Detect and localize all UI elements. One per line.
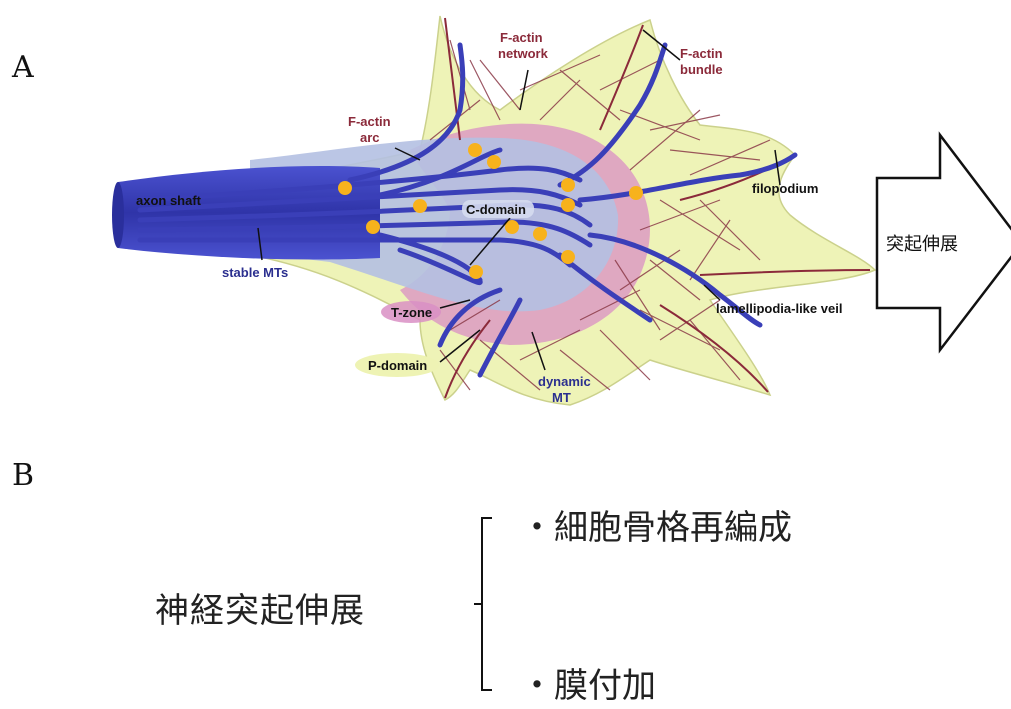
label-f-actin-network-2: network xyxy=(498,46,549,61)
panel-b-item-cytoskeleton: ・細胞骨格再編成 xyxy=(520,500,792,549)
label-f-actin-arc-1: F-actin xyxy=(348,114,391,129)
label-filopodium: filopodium xyxy=(752,181,818,196)
label-f-actin-bundle-2: bundle xyxy=(680,62,723,77)
label-c-domain: C-domain xyxy=(466,202,526,217)
panel-b-main-term: 神経突起伸展 xyxy=(155,583,365,632)
panel-b-item-membrane: ・膜付加 xyxy=(520,658,656,707)
label-p-domain: P-domain xyxy=(368,358,427,373)
label-f-actin-bundle-1: F-actin xyxy=(680,46,723,61)
arrow-label: 突起伸展 xyxy=(886,234,958,255)
label-f-actin-network-1: F-actin xyxy=(500,30,543,45)
label-stable-mts: stable MTs xyxy=(222,265,288,280)
label-f-actin-arc-2: arc xyxy=(360,130,380,145)
label-t-zone: T-zone xyxy=(391,305,432,320)
label-dynamic-mt-2: MT xyxy=(552,390,571,405)
axon-shaft-end xyxy=(112,182,124,248)
label-dynamic-mt-1: dynamic xyxy=(538,374,591,389)
bracket xyxy=(474,518,492,690)
label-lamellipodia: lamellipodia-like veil xyxy=(716,301,842,316)
label-axon-shaft: axon shaft xyxy=(136,193,202,208)
